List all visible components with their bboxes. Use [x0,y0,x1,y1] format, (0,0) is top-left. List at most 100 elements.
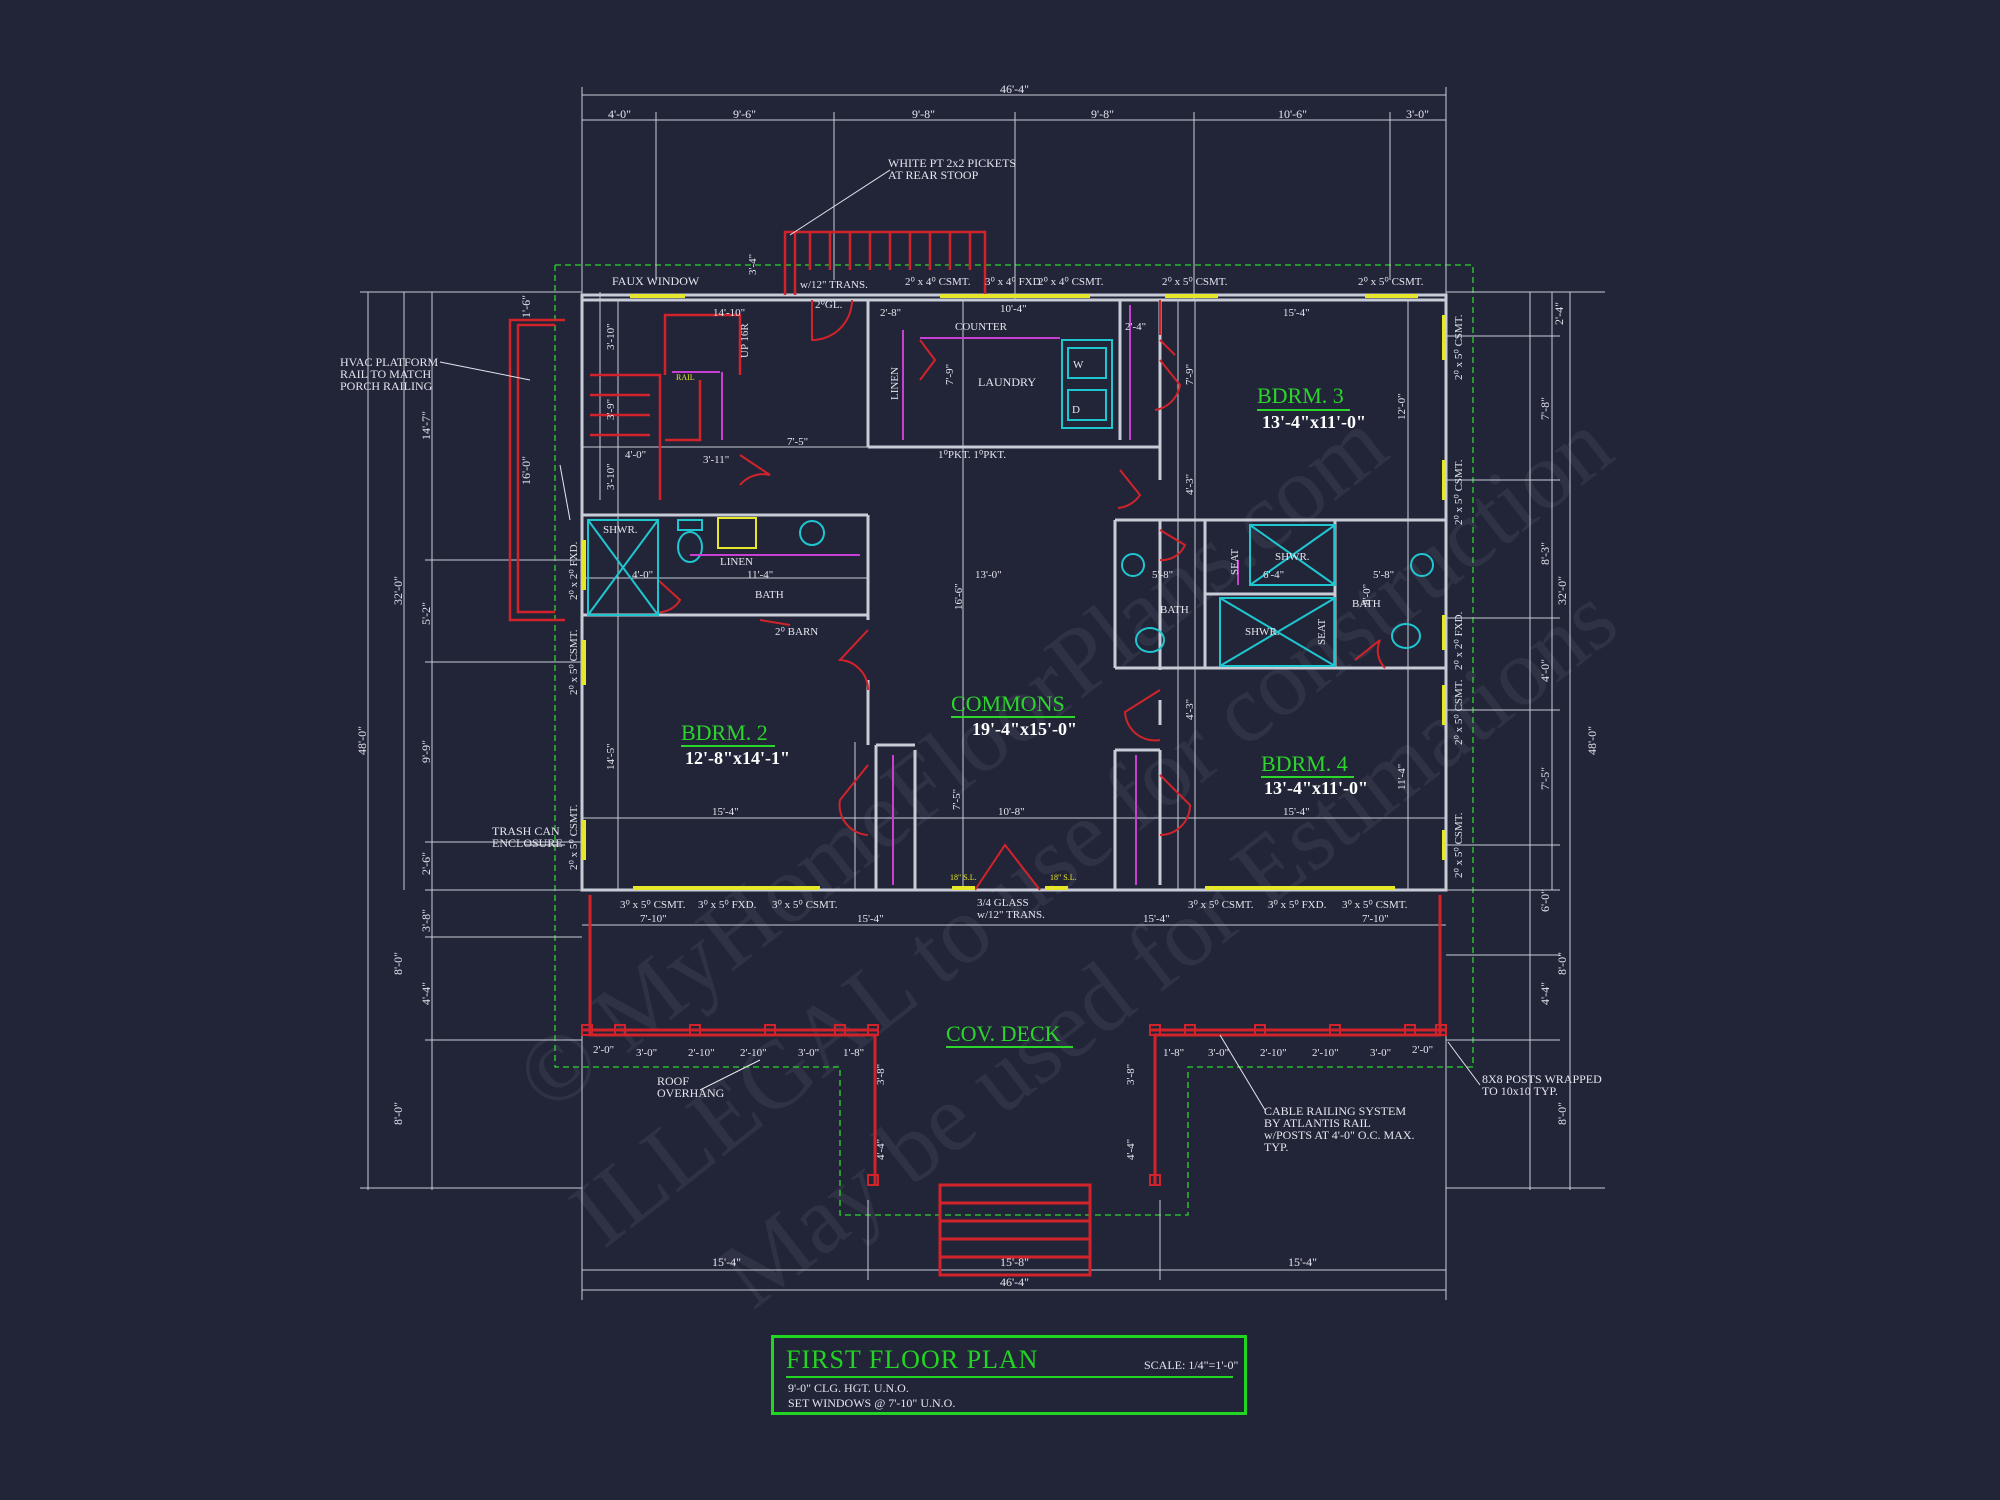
int-dim-c: 15'-4" [1283,307,1310,319]
deck-dimensions: 2'-0" 3'-0" 2'-10" 2'-10" 3'-0" 1'-8" 1'… [593,1044,1433,1160]
title-underline [786,1376,1233,1378]
deck-dim-l6: 1'-8" [843,1047,864,1059]
int-dim-b: 10'-4" [1000,303,1027,315]
int-dim-w: 7'-5" [951,789,963,810]
deck-dim-l2: 3'-0" [636,1047,657,1059]
int-dim-n: 4'-0" [632,569,653,581]
bath-label-2: BATH [1160,604,1189,616]
deck-dim-r3: 2'-10" [1260,1047,1287,1059]
stoop-height: 3'-4" [747,254,759,275]
top-dim-2: 9'-6" [733,107,756,121]
right-dimensions: 48'-0" 32'-0" 2'-4" 7'-8" 8'-3" 4'-0" 7'… [1538,302,1599,1125]
int-dim-ae: 7'-10" [640,913,667,925]
deck-dim-h1: 3'-8" [875,1064,887,1085]
bottom-window-4: 3⁰ x 5⁰ CSMT. [1188,899,1254,911]
left-dim-d: 2'-6" [419,852,433,875]
bdrm4-size: 13'-4"x11'-0" [1264,778,1368,798]
bottom-dim-2: 15'-8" [1000,1255,1029,1269]
right-window-2: 2⁰ x 5⁰ CSMT. [1453,459,1465,525]
bdrm3-label: BDRM. 3 [1257,383,1344,408]
right-dim-a: 2'-4" [1552,302,1566,325]
posts-note-2: TO 10x10 TYP. [1482,1084,1558,1098]
right-dim-d: 4'-0" [1538,659,1552,682]
deck-dim-l3: 2'-10" [688,1047,715,1059]
trash-note-1: TRASH CAN [492,824,560,838]
rail-label: RAIL [676,373,695,382]
int-dim-ac: 7'-9" [944,364,956,385]
faux-window-label: FAUX WINDOW [612,274,700,288]
hvac-note-2: RAIL TO MATCH [340,367,431,381]
int-dim-q: 5'-8" [1373,569,1394,581]
right-window-4: 2⁰ x 5⁰ CSMT. [1453,679,1465,745]
int-dim-af: 15'-4" [857,913,884,925]
int-dim-o: 5'-8" [1152,569,1173,581]
bdrm3-size: 13'-4"x11'-0" [1262,412,1366,432]
int-dim-g: 4'-0" [625,449,646,461]
trans-label: w/12" TRANS. [800,279,868,291]
right-dim-g: 8'-0" [1555,952,1569,975]
cable-note-4: TYP. [1264,1140,1288,1154]
bottom-window-5: 3⁰ x 5⁰ FXD. [1268,899,1327,911]
int-dim-ah: 7'-10" [1362,913,1389,925]
cable-note-3: w/POSTS AT 4'-0" O.C. MAX. [1264,1128,1415,1142]
left-window-1: 2⁰ x 2⁰ FXD. [568,541,580,600]
top-window-3: 2⁰ x 4⁰ CSMT. [1038,276,1104,288]
bottom-window-1: 3⁰ x 5⁰ CSMT. [620,899,686,911]
int-dim-j: 3'-10" [605,463,617,490]
glass-door-label: 3/4 GLASS [977,897,1029,909]
int-dim-l: 11'-4" [747,569,773,581]
left-window-2: 2⁰ x 5⁰ CSMT. [568,629,580,695]
shower-label-3: SHWR. [1245,626,1280,638]
int-dim-e: 2'-4" [1125,321,1146,333]
cable-note-1: CABLE RAILING SYSTEM [1264,1104,1406,1118]
top-window-4: 2⁰ x 5⁰ CSMT. [1162,276,1228,288]
int-dim-m: 13'-0" [975,569,1002,581]
deck-dim-h2: 4'-4" [875,1139,887,1160]
hvac-note-1: HVAC PLATFORM [340,355,438,369]
stoop-and-stairs [508,230,987,622]
left-mid-dim: 32'-0" [391,576,405,605]
stoop-dim: 16'-0" [519,456,533,485]
left-dim-h: 8'-0" [391,1102,405,1125]
doors [654,299,1386,891]
linen-label-1: LINEN [889,367,901,400]
int-dim-d: 2'-8" [880,307,901,319]
int-dim-ab: 4'-3" [1184,699,1196,720]
shelving [672,305,1239,885]
stair-up-label: UP 16R [739,323,751,358]
shower-label-1: SHWR. [603,524,638,536]
left-dim-g: 4'-4" [419,982,433,1005]
deck-dim-h3: 3'-8" [1125,1064,1137,1085]
washer-label: W [1073,359,1084,371]
glass-label: 2⁰GL. [815,299,843,311]
bottom-window-3: 3⁰ x 5⁰ CSMT. [772,899,838,911]
commons-size: 19'-4"x15'-0" [972,719,1077,739]
int-dim-k: 3'-11" [703,454,729,466]
seat-label-1: SEAT [1229,548,1241,575]
left-window-3: 2⁰ x 5⁰ CSMT. [568,804,580,870]
trash-note-2: ENCLOSURE [492,836,563,850]
deck-dim-r4: 2'-10" [1312,1047,1339,1059]
bath-label-3: BATH [1352,598,1381,610]
int-dim-aa: 8'-0" [1361,584,1373,605]
hvac-note-3: PORCH RAILING [340,379,433,393]
deck-dim-r6: 2'-0" [1412,1044,1433,1056]
drawing-scale: SCALE: 1/4"=1'-0" [1144,1358,1239,1372]
deck-dim-r2: 3'-0" [1208,1047,1229,1059]
top-overall-dim: 46'-4" [1000,82,1029,96]
bottom-overall-dim: 46'-4" [1000,1275,1029,1289]
commons-label: COMMONS [951,691,1065,716]
bottom-window-2: 3⁰ x 5⁰ FXD. [698,899,757,911]
glass-door-trans: w/12" TRANS. [977,909,1045,921]
int-dim-a: 14'-10" [713,307,745,319]
deck-dim-l1: 2'-0" [593,1044,614,1056]
top-dim-5: 10'-6" [1278,107,1307,121]
left-dim-e: 3'-8" [419,909,433,932]
shower-label-2: SHWR. [1275,551,1310,563]
int-dim-f: 7'-5" [787,436,808,448]
deck-dim-l5: 3'-0" [798,1047,819,1059]
left-dim-a: 14'-7" [419,411,433,440]
roof-outline [554,264,1474,1216]
window-note: SET WINDOWS @ 7'-10" U.N.O. [788,1396,956,1410]
right-outer-dim: 48'-0" [1585,726,1599,755]
